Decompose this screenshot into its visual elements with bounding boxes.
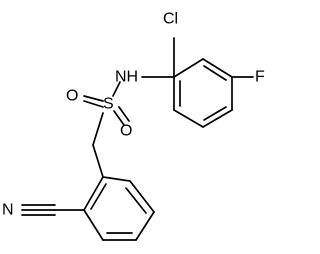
oxygen-right-atom-label: O — [120, 123, 132, 140]
s-o-left-bond-a — [83, 95, 104, 102]
upper-ring-bond-1 — [173, 58, 204, 78]
nitrile-nitrogen-atom-label: N — [2, 202, 14, 219]
oxygen-left-atom-label: O — [66, 88, 78, 105]
bond-lines — [21, 37, 254, 241]
lower-ring-bond-1 — [102, 176, 131, 182]
lower-ring-bond-3 — [135, 211, 155, 241]
n-s-bond — [112, 81, 121, 97]
upper-ring-bond-2-inner — [203, 65, 227, 81]
chlorine-atom-label: Cl — [163, 11, 178, 28]
fluorine-atom-label: F — [255, 69, 265, 86]
sulfur-atom-label: S — [103, 96, 114, 113]
upper-ring-bond-5 — [173, 109, 204, 128]
upper-ring-bond-4-inner — [203, 106, 227, 121]
s-o-right-bond-a — [113, 110, 125, 126]
lower-ring-bond-6 — [83, 176, 104, 211]
lower-ring-bond-5 — [83, 209, 104, 241]
lower-ring-bond-6-inner — [90, 183, 107, 210]
atom-labels: Cl NH F O S O N — [2, 11, 265, 219]
lower-ring-bond-2-inner — [125, 187, 147, 214]
lower-ring-bond-2 — [129, 180, 155, 213]
amine-atom-label: NH — [115, 69, 138, 86]
upper-ring-bond-2 — [202, 58, 233, 78]
s-o-right-bond-b — [118, 106, 130, 122]
chemical-structure-diagram: Cl NH F O S O N — [2, 11, 265, 241]
s-ch2-bond — [92, 112, 104, 146]
ch2-ring-bond — [92, 144, 104, 178]
upper-ring-bond-4 — [202, 109, 233, 128]
s-o-left-bond-b — [83, 100, 104, 108]
